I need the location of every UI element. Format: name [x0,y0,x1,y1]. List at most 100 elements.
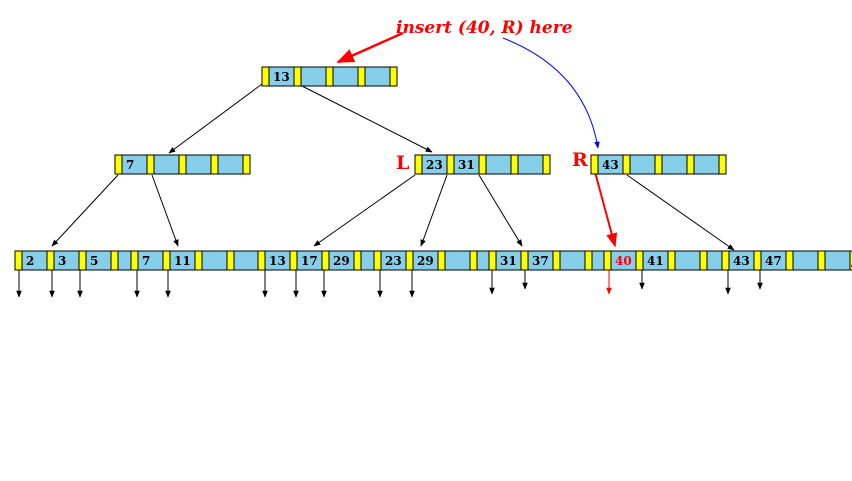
pointer-cell [321,250,330,271]
pointer-cell [14,250,23,271]
pointer-cell [130,250,139,271]
key-cell [661,154,688,175]
pointer-cell [699,250,708,271]
insert-target-curve [502,37,600,149]
pointer-cell [590,154,599,175]
node-inner-new: 43 [590,154,727,175]
pointer-cell [603,250,612,271]
key-cell [233,250,260,271]
node-inner-mid: 23 31 [414,154,551,175]
marker-right: R [572,149,588,171]
edge-inner-mid-to-leaf-3 [313,174,416,247]
pointer-cell [146,154,155,175]
key-label: 37 [532,254,549,268]
key-cell [674,250,701,271]
pointer-cell [753,250,762,271]
key-label: 47 [765,254,782,268]
key-label: 23 [385,254,402,268]
pointer-cell [654,154,663,175]
node-leaf-3: 13 17 29 [257,250,394,271]
key-cell [332,66,359,87]
key-label: 31 [500,254,517,268]
pointer-cell [469,250,478,271]
pointer-cell [389,66,398,87]
key-label: 5 [90,254,98,268]
edge-root-to-inner-mid [301,85,433,153]
pointer-cell [721,250,730,271]
pointer-cell [542,154,551,175]
key-label: 13 [269,254,286,268]
pointer-cell [162,250,171,271]
pointer-cell [437,250,446,271]
pointer-cell [257,250,266,271]
key-label: 3 [58,254,66,268]
pointer-cell [552,250,561,271]
pointer-cell [520,250,529,271]
pointer-cell [817,250,826,271]
key-cell [153,154,180,175]
node-inner-left: 7 [114,154,251,175]
key-label: 13 [273,70,290,84]
pointer-cell [46,250,55,271]
key-cell [517,154,544,175]
key-cell [485,154,512,175]
pointer-cell [242,154,251,175]
edge-inner-mid-to-leaf-5 [478,174,523,247]
pointer-cell [226,250,235,271]
key-cell [185,154,212,175]
pointer-cell [718,154,727,175]
key-label: 29 [333,254,350,268]
key-label: 7 [142,254,150,268]
key-cell [559,250,586,271]
key-cell [792,250,819,271]
pointer-cell [414,154,423,175]
pointer-cell [194,250,203,271]
pointer-cell [373,250,382,271]
insert-annotation-arrow [336,31,404,64]
marker-left: L [396,152,409,174]
node-leaf-1: 2 3 5 [14,250,151,271]
key-label: 23 [426,158,443,172]
pointer-cell [114,154,123,175]
key-cell [824,250,851,271]
key-cell [201,250,228,271]
key-cell [629,154,656,175]
edge-root-to-inner-left [168,83,263,154]
key-label: 43 [602,158,619,172]
key-cell [444,250,471,271]
key-label: 43 [733,254,750,268]
key-label: 11 [174,254,191,268]
record-pointers [16,268,763,298]
pointer-cell [686,154,695,175]
edge-inner-mid-to-leaf-4 [420,174,448,247]
key-cell [217,154,244,175]
pointer-cell [293,66,302,87]
insert-annotation: insert (40, R) here [396,18,573,38]
edge-inner-new-to-leaf-7 [626,174,735,251]
pointer-cell [785,250,794,271]
key-label: 2 [26,254,34,268]
pointer-cell [584,250,593,271]
key-label: 31 [458,158,475,172]
pointer-cell [110,250,119,271]
pointer-cell [78,250,87,271]
key-label: 17 [301,254,318,268]
key-label: 41 [647,254,664,268]
new-node-to-leaf-6-arrow [594,171,618,248]
pointer-cell [667,250,676,271]
pointer-cell [325,66,334,87]
pointer-cell [478,154,487,175]
node-leaf-2: 7 11 [130,250,267,271]
pointer-cell [210,154,219,175]
pointer-cell [622,154,631,175]
pointer-cell [405,250,414,271]
key-cell [300,66,327,87]
edge-inner-left-to-leaf-2 [151,174,179,247]
pointer-cell [289,250,298,271]
pointer-cell [510,154,519,175]
pointer-cell [261,66,270,87]
pointer-cell [178,154,187,175]
